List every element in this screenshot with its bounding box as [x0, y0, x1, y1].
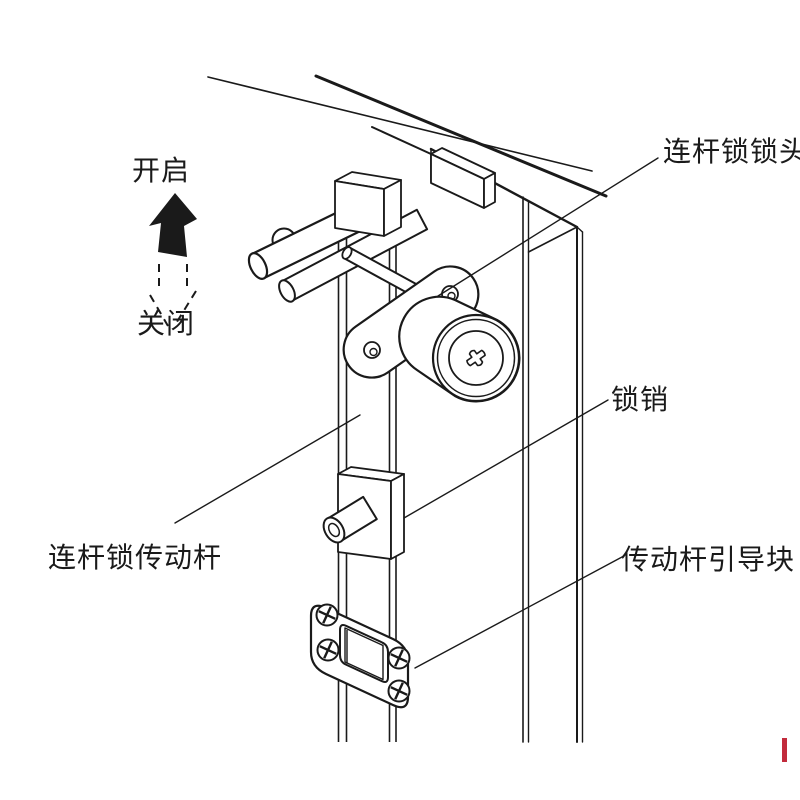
- screw-bottom-right: [387, 679, 411, 703]
- label-drive-rod: 连杆锁传动杆: [48, 542, 222, 574]
- lock-cylinder-assembly: [342, 265, 521, 403]
- cabinet-back-top-edge: [207, 76, 593, 172]
- lock-pin-end-cap: [322, 516, 346, 544]
- leader-line-drive-rod: [174, 414, 361, 524]
- lock-pin-block: [322, 466, 405, 560]
- label-open: 开启: [132, 155, 190, 187]
- latch-rod-lower-end-cap: [278, 279, 296, 303]
- guide-plate: [309, 603, 411, 709]
- close-arrow-icon: [149, 264, 197, 327]
- phillips-cross-icon: [319, 641, 337, 659]
- cabinet-top-edges: [207, 74, 608, 198]
- red-tick-mark: [782, 738, 787, 762]
- open-arrow-icon: [149, 193, 197, 257]
- cabinet-front-top-edge: [314, 74, 608, 198]
- labels: 开启 关闭 连杆锁锁头 锁销 连杆锁传动杆 传动杆引导块: [48, 136, 800, 576]
- leader-line-lock-head: [437, 157, 659, 297]
- lock-pin-bore: [327, 522, 341, 538]
- clip-front-face: [334, 180, 385, 237]
- label-guide-block: 传动杆引导块: [621, 544, 795, 576]
- rod-guide-bracket: [334, 147, 496, 237]
- latch-rod-upper-end-cap: [247, 252, 269, 280]
- keyhole-icon: [466, 349, 486, 367]
- clip-right-face: [383, 179, 402, 237]
- step-right-face: [483, 172, 496, 209]
- label-lock-head: 连杆锁锁头: [663, 136, 800, 168]
- lock-face-bezel-ring: [436, 318, 516, 398]
- guide-plate-window-inner-lip: [344, 627, 384, 681]
- pin-block-right-face: [390, 473, 405, 560]
- post-side-top-edge: [527, 226, 578, 253]
- phillips-cross-icon: [390, 649, 408, 667]
- lock-core: [448, 330, 504, 386]
- door-post: [429, 147, 584, 743]
- phillips-cross-icon: [318, 606, 336, 624]
- phillips-cross-icon: [390, 682, 408, 700]
- guide-plate-window: [339, 624, 389, 683]
- direction-arrows: [149, 193, 197, 327]
- flange-screw-hole-bottom-inner: [369, 347, 378, 357]
- cam-rod-end-cap: [341, 246, 353, 260]
- screw-top-right: [387, 646, 411, 670]
- label-lock-pin: 锁销: [611, 384, 669, 416]
- label-close: 关闭: [137, 308, 195, 340]
- post-corner-cap: [576, 226, 584, 233]
- leader-line-guide-block: [414, 556, 623, 669]
- screw-bottom-left: [316, 638, 340, 662]
- top-rail-lower-edge: [371, 126, 432, 155]
- leader-line-lock-pin: [403, 399, 609, 519]
- screw-top-left: [315, 603, 339, 627]
- leader-lines: [174, 157, 659, 669]
